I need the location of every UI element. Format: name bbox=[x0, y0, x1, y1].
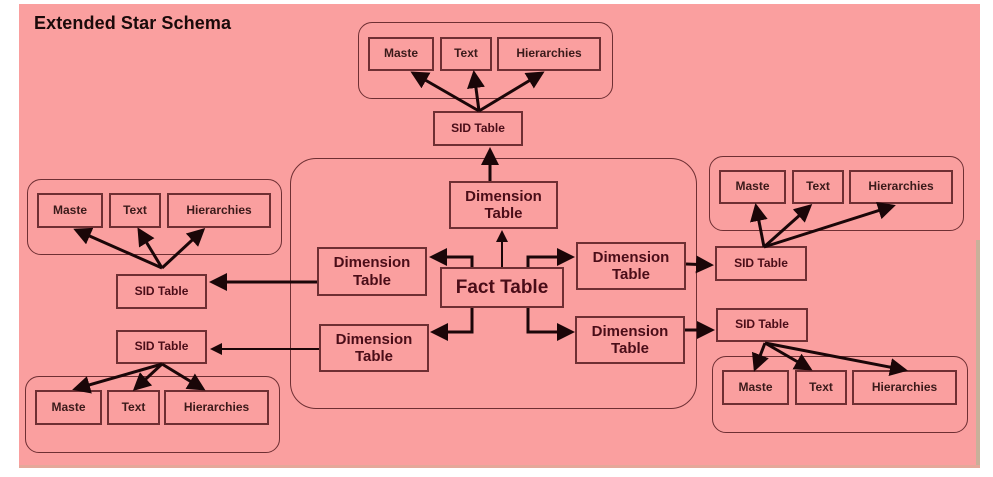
text-box: Text bbox=[795, 370, 847, 405]
sid-table-right-lower: SID Table bbox=[716, 308, 808, 342]
hierarchies-box: Hierarchies bbox=[852, 370, 957, 405]
diagram-title: Extended Star Schema bbox=[34, 13, 232, 33]
dimension-table-top: Dimension Table bbox=[449, 181, 558, 229]
dimension-table-right-upper: Dimension Table bbox=[576, 242, 686, 290]
master-box: Maste bbox=[35, 390, 102, 425]
edge-strip bbox=[19, 465, 980, 468]
sid-table-right-upper: SID Table bbox=[715, 246, 807, 281]
sid-table-left-upper: SID Table bbox=[116, 274, 207, 309]
master-box: Maste bbox=[37, 193, 103, 228]
hierarchies-box: Hierarchies bbox=[167, 193, 271, 228]
sid-table-left-lower: SID Table bbox=[116, 330, 207, 364]
text-box: Text bbox=[109, 193, 161, 228]
hierarchies-box: Hierarchies bbox=[849, 170, 953, 204]
dimension-table-left-lower: Dimension Table bbox=[319, 324, 429, 372]
text-box: Text bbox=[107, 390, 160, 425]
hierarchies-box: Hierarchies bbox=[164, 390, 269, 425]
dimension-table-right-lower: Dimension Table bbox=[575, 316, 685, 364]
text-box: Text bbox=[792, 170, 844, 204]
master-box: Maste bbox=[719, 170, 786, 204]
sid-table-top: SID Table bbox=[433, 111, 523, 146]
text-box: Text bbox=[440, 37, 492, 71]
fact-table: Fact Table bbox=[440, 267, 564, 308]
edge-strip bbox=[976, 240, 980, 468]
dimension-table-left-upper: Dimension Table bbox=[317, 247, 427, 296]
hierarchies-box: Hierarchies bbox=[497, 37, 601, 71]
master-box: Maste bbox=[368, 37, 434, 71]
master-box: Maste bbox=[722, 370, 789, 405]
